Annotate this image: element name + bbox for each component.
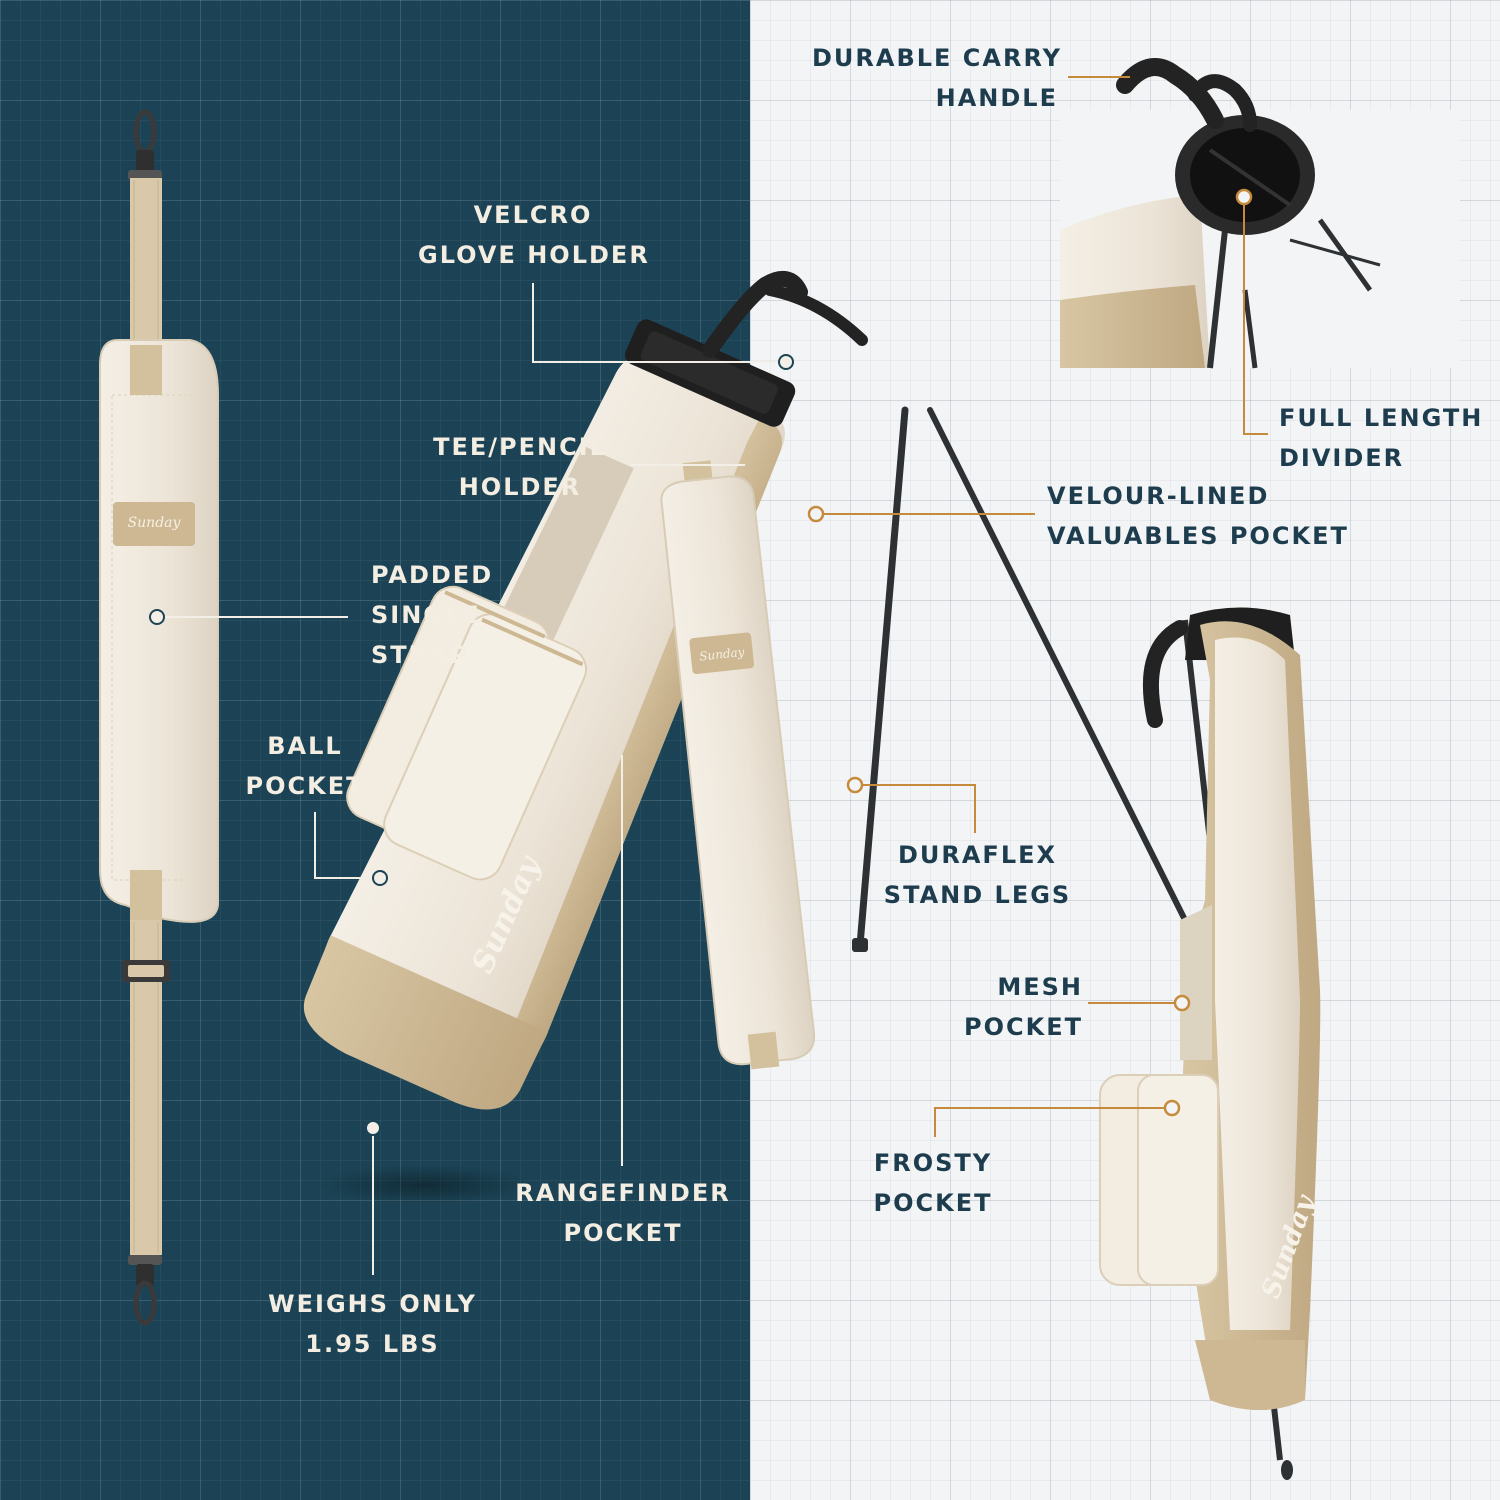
dot-ball: [372, 870, 388, 886]
main-golf-bag: Sunday Sunday: [303, 270, 1188, 1205]
label-durable-carry-handle: DURABLE CARRY HANDLE: [812, 38, 1063, 118]
dot-frosty: [1163, 1099, 1181, 1117]
label-mesh-pocket: MESH POCKET: [958, 967, 1083, 1047]
label-frosty-line1: FROSTY: [873, 1149, 993, 1177]
label-tee-pencil-holder: TEE/PENCIL HOLDER: [425, 427, 615, 507]
dot-legs: [846, 776, 864, 794]
dot-weight: [365, 1120, 381, 1136]
label-weight-line1: WEIGHS ONLY: [268, 1290, 477, 1318]
shoulder-strap: Sunday: [99, 109, 219, 1326]
label-velcro-line2: GLOVE HOLDER: [418, 241, 650, 269]
label-padded-single-strap: PADDED SINGLE STRAP: [371, 555, 511, 675]
dot-strap: [149, 609, 165, 625]
dot-divider: [1235, 188, 1253, 206]
label-legs-line1: DURAFLEX: [897, 841, 1058, 869]
label-rangefinder-line2: POCKET: [563, 1219, 683, 1247]
callout-line-frosty: [934, 1107, 1165, 1137]
label-rangefinder-line1: RANGEFINDER: [515, 1179, 731, 1207]
label-weight-line2: 1.95 LBS: [305, 1330, 440, 1358]
label-strap-line3: STRAP: [371, 641, 470, 669]
label-frosty-line2: POCKET: [873, 1189, 993, 1217]
callout-line-ball: [314, 812, 375, 879]
label-velour-line1: VELOUR-LINED: [1047, 482, 1270, 510]
label-tee-line1: TEE/PENCIL: [433, 433, 607, 461]
label-velcro-glove-holder: VELCRO GLOVE HOLDER: [418, 195, 648, 275]
attached-strap-logo: Sunday: [699, 645, 746, 664]
label-duraflex-stand-legs: DURAFLEX STAND LEGS: [880, 835, 1075, 915]
label-strap-line2: SINGLE: [371, 601, 481, 629]
callout-lines-white: [157, 283, 780, 1275]
label-velour-line2: VALUABLES POCKET: [1047, 522, 1349, 550]
strap-logo: Sunday: [128, 515, 182, 531]
dot-velcro: [778, 354, 794, 370]
callout-line-divider: [1243, 202, 1268, 435]
label-rangefinder-pocket: RANGEFINDER POCKET: [512, 1173, 734, 1253]
label-velcro-line1: VELCRO: [473, 201, 593, 229]
label-legs-line2: STAND LEGS: [883, 881, 1072, 909]
label-mesh-line2: POCKET: [964, 1013, 1083, 1041]
callout-line-legs: [862, 784, 976, 833]
label-ball-line2: POCKET: [245, 772, 365, 800]
label-divider-line2: DIVIDER: [1279, 444, 1405, 472]
label-frosty-pocket: FROSTY POCKET: [868, 1143, 998, 1223]
label-ball-line1: BALL: [267, 732, 343, 760]
label-divider-line1: FULL LENGTH: [1279, 404, 1484, 432]
label-strap-line1: PADDED: [371, 561, 494, 589]
label-weight: WEIGHS ONLY 1.95 LBS: [265, 1284, 480, 1364]
callout-lines-orange: [822, 76, 1268, 1137]
label-handle-line1: DURABLE CARRY: [812, 44, 1063, 72]
label-velour-lined-valuables-pocket: VELOUR-LINED VALUABLES POCKET: [1047, 476, 1347, 556]
dot-velour: [807, 505, 825, 523]
label-handle-line2: HANDLE: [935, 84, 1058, 112]
callout-dots-white: [149, 354, 794, 1136]
dot-mesh: [1173, 994, 1191, 1012]
callout-line-velcro: [532, 283, 780, 363]
callout-dots-orange: [807, 188, 1253, 1117]
side-view-bag: Sunday: [1099, 607, 1321, 1480]
label-tee-line2: HOLDER: [458, 473, 582, 501]
top-view-inset: [1060, 58, 1460, 369]
label-ball-pocket: BALL POCKET: [240, 726, 370, 806]
label-mesh-line1: MESH: [997, 973, 1083, 1001]
label-full-length-divider: FULL LENGTH DIVIDER: [1279, 398, 1484, 478]
